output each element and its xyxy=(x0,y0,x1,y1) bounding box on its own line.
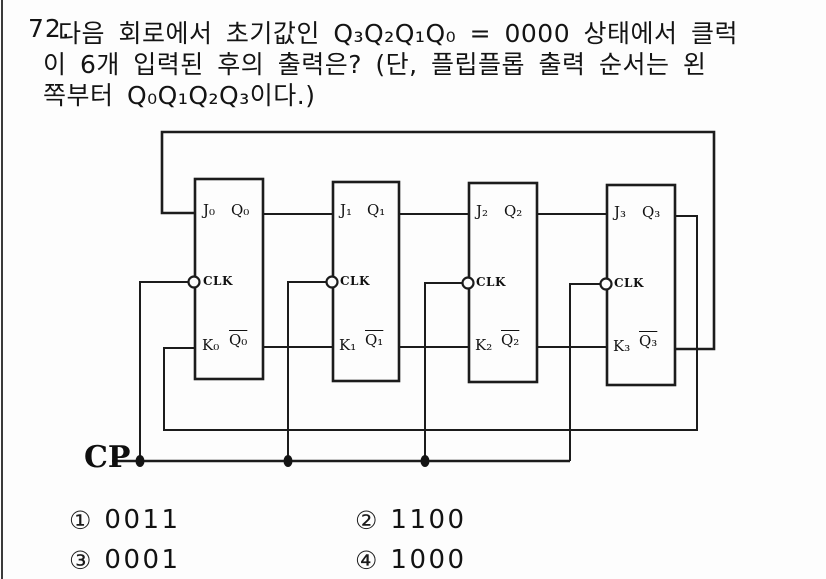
clk-inversion-bubbles xyxy=(187,275,613,291)
ff1-qbar-label: Q₁ xyxy=(365,331,384,349)
clock-branch-ff1 xyxy=(287,281,327,461)
ff0-j-label: J₀ xyxy=(203,201,216,219)
ff3-k-label: K₃ xyxy=(613,337,631,355)
option-3-value: 0001 xyxy=(104,545,181,575)
clock-branch-ff2 xyxy=(424,282,463,461)
ff1-j-label: J₁ xyxy=(340,201,353,219)
ff0-q-label: Q₀ xyxy=(231,201,250,219)
option-3[interactable]: ③ 0001 xyxy=(69,547,181,573)
wire-q3-to-k0 xyxy=(163,215,698,431)
question-line-2: 이 6개 입력된 후의 출력은? (단, 플립플롭 출력 순서는 왼 xyxy=(43,50,707,79)
ff2-j-label: J₂ xyxy=(476,202,489,220)
wire-qbar3-to-j0 xyxy=(160,130,716,351)
ff0-qbar-label: Q₀ xyxy=(229,331,248,349)
ff0-clk-label: CLK xyxy=(203,274,233,288)
option-4-value: 1000 xyxy=(390,545,467,575)
ff2-q-label: Q₂ xyxy=(504,202,523,220)
question-number: 72. xyxy=(28,14,71,43)
ff1-q-label: Q₁ xyxy=(367,201,386,219)
clock-branch-ff3 xyxy=(569,283,601,461)
ff1-clk-label: CLK xyxy=(340,274,370,288)
option-4-marker[interactable]: ④ xyxy=(355,545,378,575)
ff2-k-label: K₂ xyxy=(475,336,493,354)
option-2-value: 1100 xyxy=(390,505,467,535)
option-2[interactable]: ② 1100 xyxy=(355,507,467,533)
clock-source-label: CP xyxy=(84,440,131,475)
ff3-clk-label: CLK xyxy=(614,276,644,290)
option-4[interactable]: ④ 1000 xyxy=(355,547,467,573)
ff2-qbar-label: Q₂ xyxy=(501,331,520,349)
option-1-marker[interactable]: ① xyxy=(69,505,92,535)
ff3-qbar-label: Q₃ xyxy=(639,332,658,350)
clock-branch-ff0 xyxy=(139,281,189,461)
option-2-marker[interactable]: ② xyxy=(355,505,378,535)
question-line-1: 다음 회로에서 초기값인 Q₃Q₂Q₁Q₀ = 0000 상태에서 클럭 xyxy=(58,19,738,48)
ff3-q-label: Q₃ xyxy=(642,203,661,221)
ff3-j-label: J₃ xyxy=(614,203,627,221)
page-border-left xyxy=(1,0,3,579)
ff2-clk-label: CLK xyxy=(476,275,506,289)
option-1[interactable]: ① 0011 xyxy=(69,507,181,533)
option-1-value: 0011 xyxy=(104,505,181,535)
question-line-3: 쪽부터 Q₀Q₁Q₂Q₃이다.) xyxy=(43,81,316,110)
clock-junction-dots xyxy=(135,455,430,467)
ff1-k-label: K₁ xyxy=(339,336,357,354)
ff0-k-label: K₀ xyxy=(202,336,220,354)
option-3-marker[interactable]: ③ xyxy=(69,545,92,575)
